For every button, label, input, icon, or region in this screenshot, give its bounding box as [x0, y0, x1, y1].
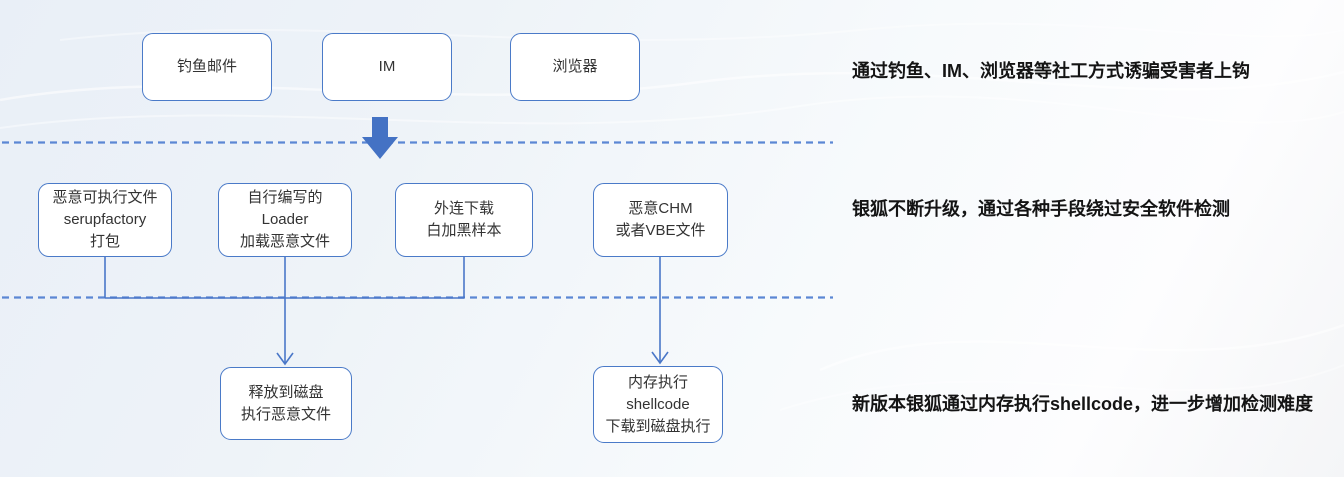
node-im: IM — [322, 33, 452, 101]
node-memory-shellcode: 内存执行 shellcode 下载到磁盘执行 — [593, 366, 723, 443]
node-custom-loader: 自行编写的 Loader 加载恶意文件 — [218, 183, 352, 257]
node-browser: 浏览器 — [510, 33, 640, 101]
down-block-arrow-icon — [362, 117, 398, 159]
node-label: 自行编写的 Loader 加载恶意文件 — [239, 189, 330, 250]
node-chm-vbe-file: 恶意CHM 或者VBE文件 — [593, 183, 728, 257]
node-label: 恶意CHM 或者VBE文件 — [615, 200, 706, 239]
node-external-download: 外连下载 白加黑样本 — [395, 183, 533, 257]
node-label: 外连下载 白加黑样本 — [426, 200, 502, 239]
stage2-caption: 银狐不断升级，通过各种手段绕过安全软件检测 — [852, 199, 1230, 219]
node-phishing-email: 钓鱼邮件 — [142, 33, 272, 101]
stage1-caption: 通过钓鱼、IM、浏览器等社工方式诱骗受害者上钩 — [852, 61, 1250, 81]
node-label: 内存执行 shellcode 下载到磁盘执行 — [605, 373, 711, 435]
arrowhead-to-memory-icon — [651, 351, 669, 365]
node-drop-to-disk: 释放到磁盘 执行恶意文件 — [220, 367, 352, 440]
node-label: 恶意可执行文件 serupfactory 打包 — [52, 189, 158, 250]
node-label: 浏览器 — [552, 58, 598, 75]
node-label: 钓鱼邮件 — [176, 58, 237, 75]
node-label: 释放到磁盘 执行恶意文件 — [240, 383, 331, 423]
node-malicious-executable: 恶意可执行文件 serupfactory 打包 — [38, 183, 172, 257]
node-label: IM — [378, 58, 396, 75]
arrowhead-to-disk-icon — [276, 352, 294, 366]
stage3-caption: 新版本银狐通过内存执行shellcode，进一步增加检测难度 — [852, 394, 1314, 414]
